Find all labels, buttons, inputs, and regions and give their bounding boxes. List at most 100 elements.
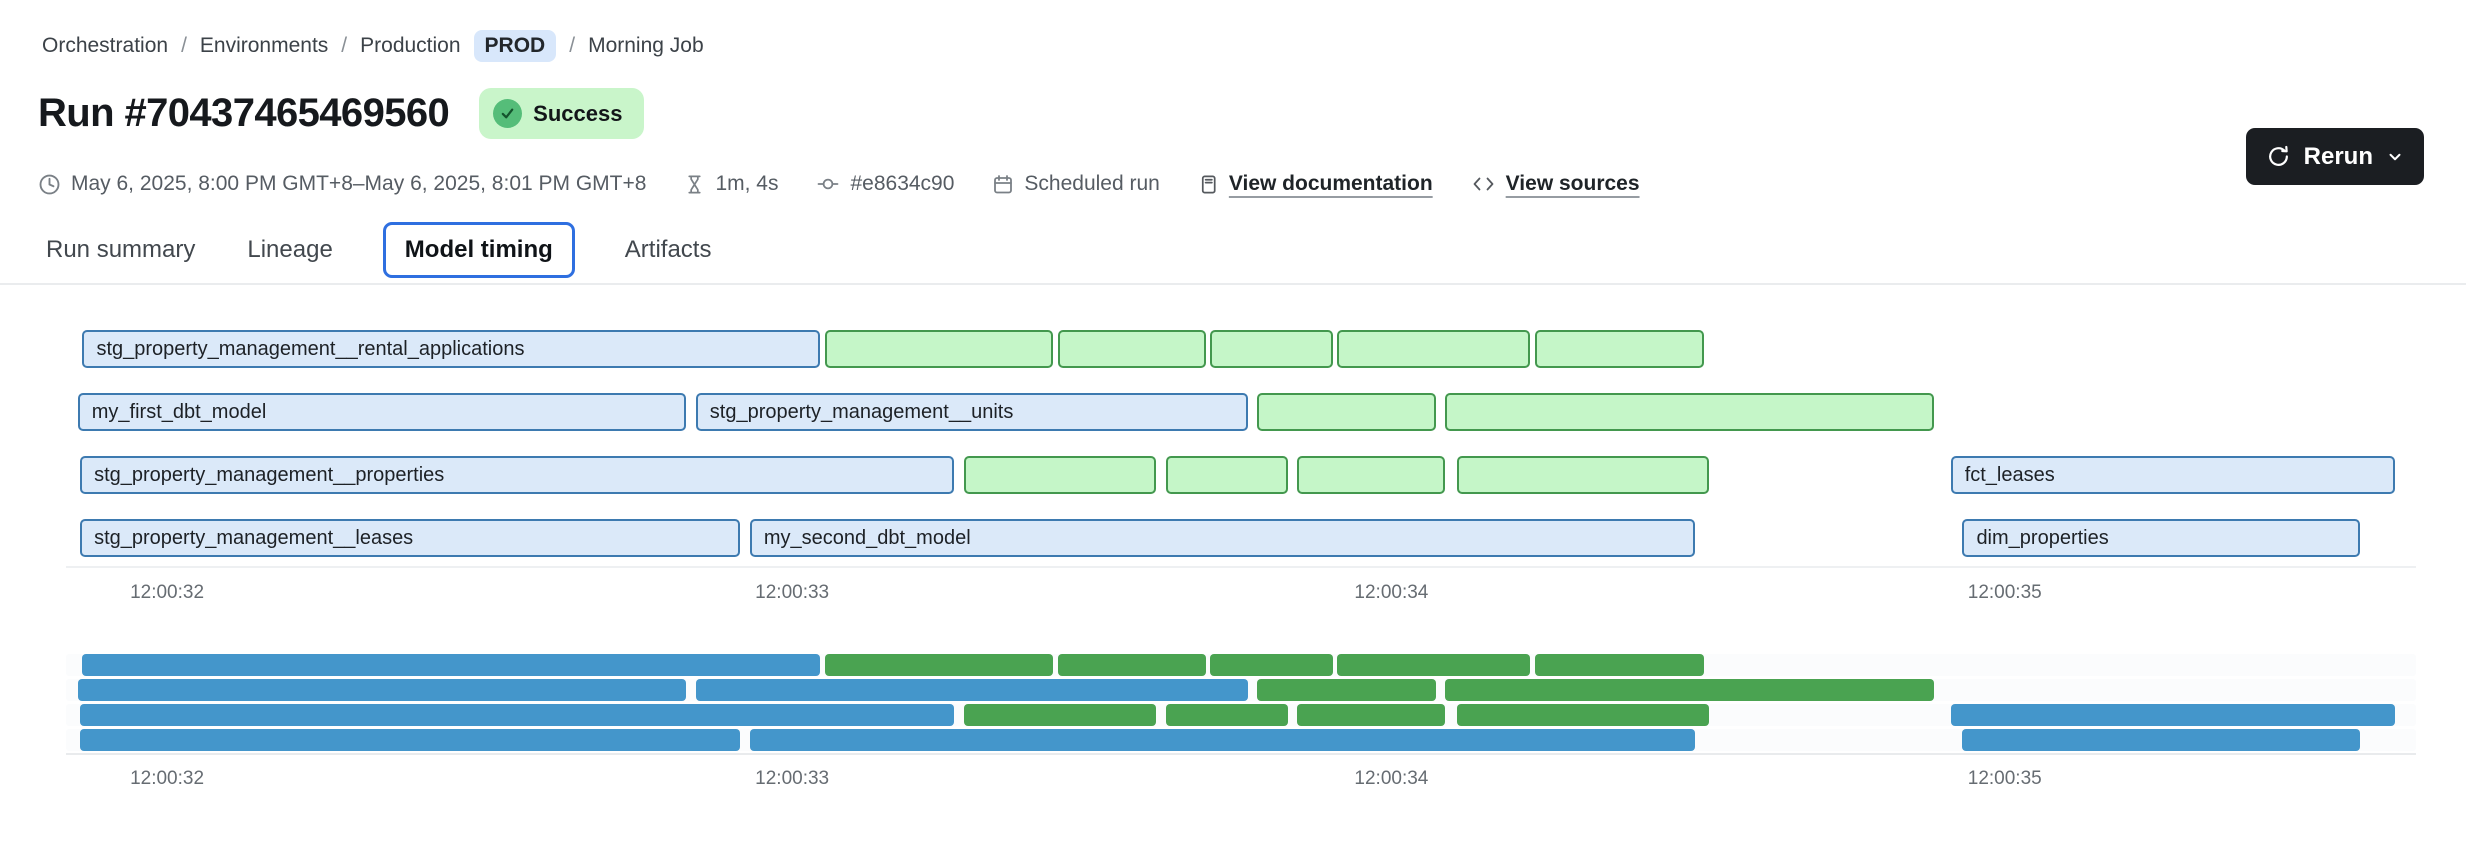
breadcrumb-separator: /	[569, 34, 576, 57]
gantt-row: stg_property_management__leases my_second…	[66, 519, 2416, 557]
tabs-divider	[0, 283, 2466, 285]
tab-run-summary[interactable]: Run summary	[46, 236, 196, 263]
run-header: Run #70437465469560 Success	[38, 88, 645, 139]
axis-tick-label: 12:00:32	[130, 768, 205, 789]
hourglass-icon	[684, 173, 705, 196]
tab-lineage[interactable]: Lineage	[247, 236, 333, 263]
commit-icon	[816, 173, 840, 195]
breadcrumb-separator: /	[181, 34, 187, 57]
status-badge: Success	[479, 88, 645, 139]
minimap-row	[66, 679, 2416, 701]
minimap-bar[interactable]	[1165, 704, 1288, 726]
gantt-bar-label: stg_property_management__properties	[94, 463, 445, 486]
minimap-bar[interactable]	[695, 679, 1249, 701]
page-title: Run #70437465469560	[38, 91, 450, 135]
gantt-bar-label: stg_property_management__rental_applicat…	[96, 337, 525, 360]
gantt-bar-label: stg_property_management__leases	[94, 526, 414, 549]
minimap-bar[interactable]	[1337, 654, 1531, 676]
tab-model-timing[interactable]: Model timing	[382, 222, 575, 278]
run-commit-label: #e8634c90	[850, 172, 955, 195]
minimap-bar[interactable]	[749, 729, 1695, 751]
view-documentation-link[interactable]: View documentation	[1228, 172, 1433, 195]
run-commit: #e8634c90	[816, 172, 954, 196]
minimap-bar[interactable]	[1257, 679, 1437, 701]
gantt-bar[interactable]	[1057, 330, 1206, 368]
minimap-time-axis: 12:00:32 12:00:33 12:00:34 12:00:35	[66, 768, 2416, 794]
gantt-bar-label: my_first_dbt_model	[91, 400, 267, 423]
chevron-down-icon	[2386, 148, 2404, 166]
gantt-bar[interactable]	[1297, 456, 1446, 494]
gantt-bar[interactable]: my_first_dbt_model	[77, 393, 687, 431]
gantt-bar[interactable]: stg_property_management__units	[695, 393, 1249, 431]
check-circle-icon	[493, 99, 523, 128]
gantt-row: stg_property_management__properties fct_l…	[66, 456, 2416, 494]
gantt-bar[interactable]	[825, 330, 1053, 368]
run-tabs: Run summary Lineage Model timing Artifac…	[44, 222, 713, 278]
gantt-bar[interactable]: stg_property_management__leases	[80, 519, 741, 557]
breadcrumb-item-morning-job[interactable]: Morning Job	[588, 34, 704, 57]
gantt-bar[interactable]	[1337, 330, 1531, 368]
minimap-bar[interactable]	[1950, 704, 2395, 726]
gantt-bar[interactable]: fct_leases	[1950, 456, 2395, 494]
clock-icon	[38, 173, 61, 196]
gantt-bar[interactable]: my_second_dbt_model	[749, 519, 1695, 557]
axis-tick-label: 12:00:34	[1354, 768, 1429, 789]
view-sources-link[interactable]: View sources	[1505, 172, 1640, 195]
gantt-bar-label: dim_properties	[1976, 526, 2109, 549]
axis-tick-label: 12:00:33	[755, 582, 830, 603]
gantt-bar-label: stg_property_management__units	[709, 400, 1014, 423]
run-duration: 1m, 4s	[684, 172, 778, 196]
minimap-bar[interactable]	[1534, 654, 1704, 676]
gantt-bar[interactable]	[963, 456, 1157, 494]
document-icon	[1198, 173, 1219, 196]
minimap-bar[interactable]	[1962, 729, 2360, 751]
breadcrumb-separator: /	[341, 34, 348, 57]
axis-tick-label: 12:00:35	[1967, 582, 2042, 603]
run-meta-row: May 6, 2025, 8:00 PM GMT+8–May 6, 2025, …	[38, 172, 1640, 196]
minimap-bar[interactable]	[963, 704, 1157, 726]
minimap-bar[interactable]	[1210, 654, 1333, 676]
minimap-bar[interactable]	[80, 729, 741, 751]
view-documentation[interactable]: View documentation	[1198, 172, 1433, 196]
run-trigger-label: Scheduled run	[1024, 172, 1160, 195]
code-icon	[1471, 173, 1496, 195]
timing-minimap[interactable]	[66, 654, 2416, 755]
run-time-range-label: May 6, 2025, 8:00 PM GMT+8–May 6, 2025, …	[71, 172, 647, 195]
gantt-bar[interactable]	[1534, 330, 1704, 368]
minimap-bar[interactable]	[1057, 654, 1206, 676]
breadcrumb-item-orchestration[interactable]: Orchestration	[42, 34, 169, 57]
minimap-bar[interactable]	[77, 679, 687, 701]
minimap-bar[interactable]	[1445, 679, 1935, 701]
run-trigger: Scheduled run	[992, 172, 1160, 196]
breadcrumb-item-environments[interactable]: Environments	[199, 34, 329, 57]
gantt-bar[interactable]: stg_property_management__properties	[80, 456, 955, 494]
gantt-row: my_first_dbt_model stg_property_managemen…	[66, 393, 2416, 431]
status-badge-label: Success	[533, 100, 623, 126]
gantt-bar[interactable]	[1165, 456, 1288, 494]
minimap-bar[interactable]	[825, 654, 1053, 676]
axis-tick-label: 12:00:33	[755, 768, 830, 789]
gantt-bar-label: fct_leases	[1964, 463, 2055, 486]
gantt-bar[interactable]	[1257, 393, 1437, 431]
axis-tick-label: 12:00:35	[1967, 768, 2042, 789]
gantt-bar[interactable]	[1210, 330, 1333, 368]
minimap-bar[interactable]	[1457, 704, 1709, 726]
view-sources[interactable]: View sources	[1471, 172, 1640, 196]
minimap-bar[interactable]	[1297, 704, 1446, 726]
gantt-bar[interactable]: dim_properties	[1962, 519, 2360, 557]
axis-tick-label: 12:00:32	[130, 582, 205, 603]
rerun-button-label: Rerun	[2303, 142, 2373, 170]
breadcrumb-item-production[interactable]: Production	[360, 34, 461, 57]
minimap-bar[interactable]	[82, 654, 821, 676]
breadcrumb: Orchestration / Environments / Productio…	[42, 30, 704, 62]
model-timing-gantt: stg_property_management__rental_applicat…	[66, 330, 2416, 568]
gantt-bar[interactable]: stg_property_management__rental_applicat…	[82, 330, 821, 368]
tab-artifacts[interactable]: Artifacts	[624, 236, 712, 263]
minimap-row	[66, 654, 2416, 676]
rerun-button[interactable]: Rerun	[2245, 128, 2424, 185]
gantt-bar[interactable]	[1457, 456, 1709, 494]
calendar-icon	[992, 173, 1014, 196]
gantt-bar[interactable]	[1445, 393, 1935, 431]
minimap-bar[interactable]	[80, 704, 955, 726]
